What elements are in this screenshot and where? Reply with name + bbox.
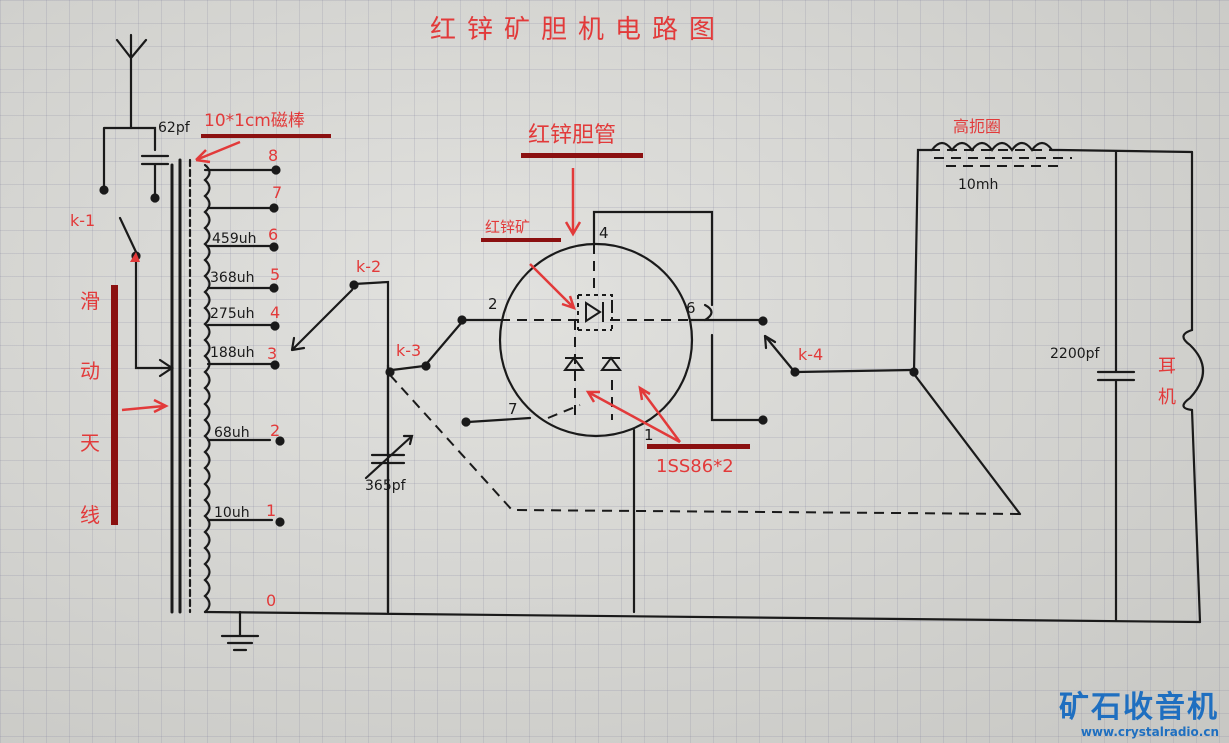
tap-ind-3: 188uh	[210, 345, 254, 361]
highlight-bars	[111, 134, 750, 525]
ferrite-rod	[170, 158, 182, 614]
watermark: 矿石收音机 www.crystalradio.cn	[1059, 690, 1219, 740]
label-k1: k-1	[70, 211, 95, 230]
tap-num-1: 1	[266, 501, 276, 520]
slide-arrow	[134, 256, 174, 378]
pin-7: 7	[508, 400, 518, 418]
annotation-arrows	[121, 140, 682, 444]
switch-k1	[118, 216, 138, 254]
capacitor-62pf	[140, 154, 170, 198]
label-diodes: 1SS86*2	[656, 456, 734, 477]
label-10mh: 10mh	[958, 177, 998, 193]
tap-num-8: 8	[268, 146, 278, 165]
tap-ind-4: 275uh	[210, 306, 254, 322]
tap-num-6: 6	[268, 225, 278, 244]
label-ferrite-rod: 10*1cm磁棒	[204, 111, 305, 131]
switch-k3	[426, 320, 464, 364]
label-k3: k-3	[396, 341, 421, 360]
label-k4: k-4	[798, 345, 823, 364]
tap-ind-1: 10uh	[214, 505, 250, 521]
ground-symbol	[220, 610, 260, 652]
label-sliding-3: 天	[80, 431, 100, 455]
label-earphone-1: 耳	[1158, 356, 1176, 377]
switch-k4	[763, 334, 795, 372]
label-62pf: 62pf	[158, 120, 191, 136]
earphone-symbol	[1182, 328, 1204, 412]
pin-1: 1	[644, 426, 654, 444]
pin-6: 6	[686, 299, 696, 317]
tap-num-4: 4	[270, 303, 280, 322]
label-k2: k-2	[356, 257, 381, 276]
label-choke: 高扼圈	[953, 117, 1001, 136]
label-crystal: 红锌矿	[485, 218, 530, 236]
tapped-coil	[203, 163, 211, 614]
tap-ind-2: 68uh	[214, 425, 250, 441]
diagram-title: 红锌矿胆机电路图	[430, 15, 726, 45]
label-2200pf: 2200pf	[1050, 346, 1101, 362]
tap-ind-6: 459uh	[212, 231, 256, 247]
watermark-url: www.crystalradio.cn	[1080, 725, 1219, 739]
label-365pf: 365pf	[365, 478, 407, 494]
pin-4: 4	[599, 224, 609, 242]
label-earphone-2: 机	[1158, 387, 1176, 408]
tap-num-3: 3	[267, 344, 277, 363]
label-sliding-4: 线	[80, 503, 100, 527]
label-sliding-2: 动	[80, 359, 100, 383]
tap-num-2: 2	[270, 421, 280, 440]
tap-ind-5: 368uh	[210, 270, 254, 286]
watermark-title: 矿石收音机	[1059, 690, 1219, 725]
switch-k2	[290, 288, 354, 352]
tap-num-0: 0	[266, 591, 276, 610]
ground-bus	[203, 610, 1202, 624]
label-tube: 红锌胆管	[528, 123, 616, 148]
capacitor-2200pf	[1096, 150, 1136, 622]
tap-num-7: 7	[272, 183, 282, 202]
tap-num-5: 5	[270, 265, 280, 284]
pin-2: 2	[488, 295, 498, 313]
tube-envelope	[498, 242, 694, 438]
variable-capacitor	[370, 363, 406, 614]
tube-diodes	[563, 294, 622, 371]
label-sliding-1: 滑	[80, 289, 100, 313]
antenna-symbol	[115, 33, 148, 130]
